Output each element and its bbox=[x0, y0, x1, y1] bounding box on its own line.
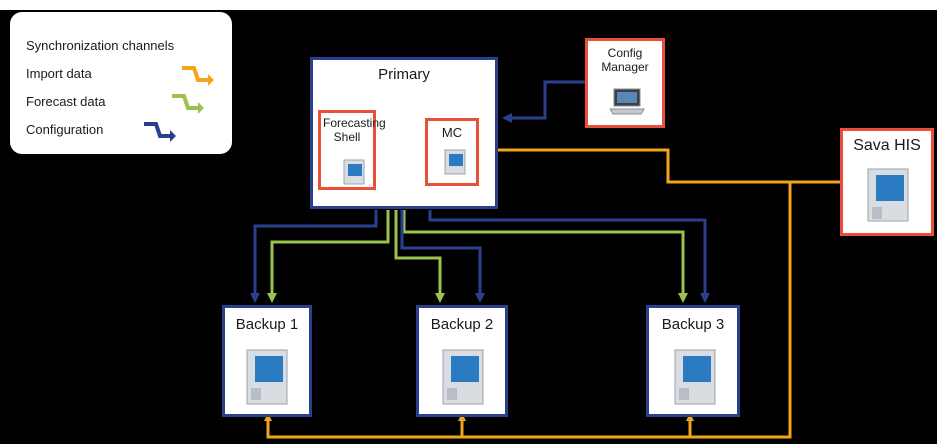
sava-his-node: Sava HIS bbox=[840, 128, 934, 236]
forecast-data-swatch-icon bbox=[172, 94, 204, 114]
backup-2-label: Backup 2 bbox=[430, 316, 494, 333]
server-icon bbox=[442, 349, 484, 405]
configuration-swatch-icon bbox=[144, 122, 176, 142]
forecasting-shell-node: Forecasting Shell bbox=[318, 110, 386, 190]
forecast-data-lines bbox=[267, 161, 688, 303]
legend-label-forecast-data: Forecast data bbox=[26, 94, 106, 109]
legend-title: Synchronization channels bbox=[26, 38, 175, 53]
server-icon bbox=[444, 149, 466, 175]
backup-3-node: Backup 3 bbox=[646, 305, 740, 417]
laptop-icon bbox=[609, 88, 645, 115]
config-manager-label: Config Manager bbox=[601, 46, 649, 74]
server-icon bbox=[343, 159, 365, 185]
import-data-lines bbox=[264, 146, 840, 439]
config-manager-node: Config Manager bbox=[585, 38, 665, 128]
configuration-lines bbox=[250, 80, 710, 303]
mc-label: MC bbox=[441, 125, 463, 140]
legend-label-configuration: Configuration bbox=[26, 122, 104, 137]
server-icon bbox=[867, 168, 909, 222]
import-data-swatch-icon bbox=[182, 66, 214, 86]
sava-his-label: Sava HIS bbox=[853, 137, 921, 154]
legend: Synchronization channels Import data For… bbox=[10, 12, 232, 154]
backup-1-label: Backup 1 bbox=[235, 316, 299, 333]
backup-2-node: Backup 2 bbox=[416, 305, 508, 417]
backup-3-label: Backup 3 bbox=[661, 316, 725, 333]
server-icon bbox=[246, 349, 288, 405]
primary-label: Primary bbox=[378, 66, 430, 83]
mc-node: MC bbox=[425, 118, 479, 186]
server-icon bbox=[674, 349, 716, 405]
forecasting-shell-label: Forecasting Shell bbox=[323, 116, 386, 144]
legend-label-import-data: Import data bbox=[26, 66, 92, 81]
backup-1-node: Backup 1 bbox=[222, 305, 312, 417]
